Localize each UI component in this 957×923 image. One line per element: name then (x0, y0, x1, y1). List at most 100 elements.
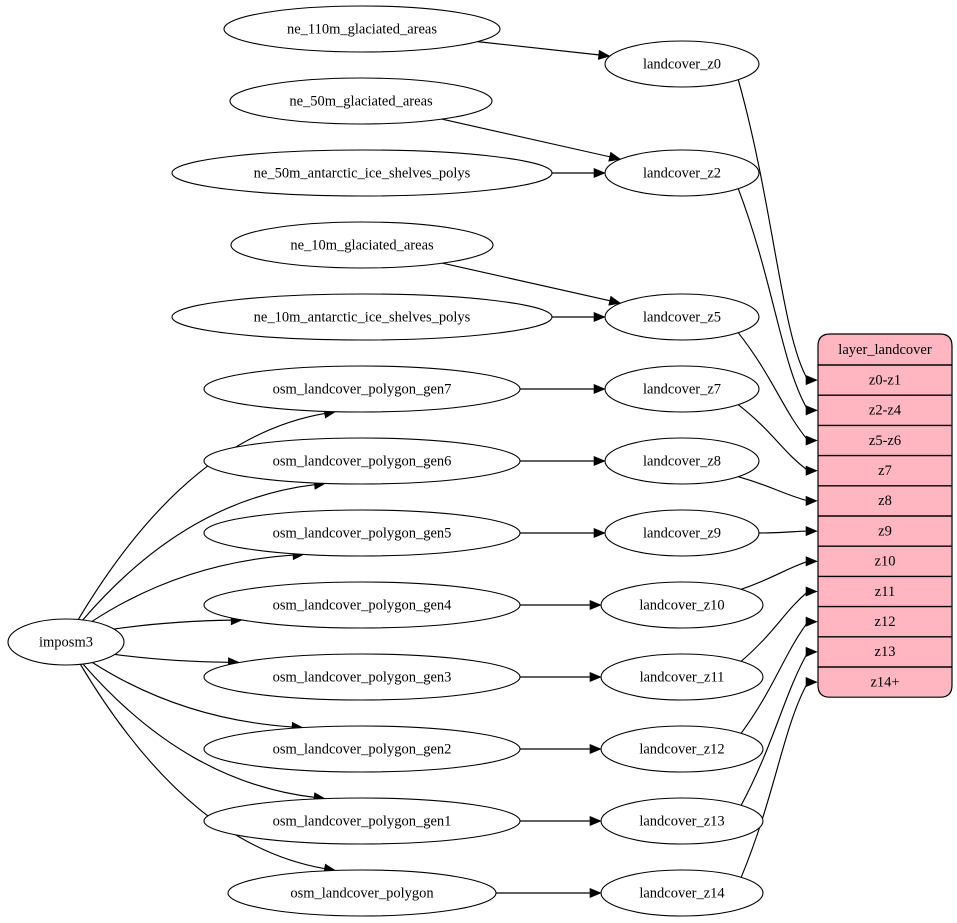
edge-arrowhead (805, 677, 818, 688)
node-osm-landcover-polygon-gen1[interactable]: osm_landcover_polygon_gen1 (203, 797, 521, 845)
node-landcover-z12[interactable]: landcover_z12 (600, 725, 764, 773)
node-landcover-z10[interactable]: landcover_z10 (600, 581, 764, 629)
layer-table-row-label: z11 (875, 584, 895, 600)
node-landcover-z9[interactable]: landcover_z9 (604, 509, 760, 557)
node-osm-landcover-polygon-gen5-shape (203, 509, 521, 557)
node-ne-50m-glaciated-areas[interactable]: ne_50m_glaciated_areas (229, 77, 493, 125)
edge-osm-landcover-polygon-gen5-to-landcover-z9 (520, 527, 606, 539)
edge-arrowhead (589, 743, 602, 755)
edge-ne-50m-antarctic-ice-shelves-polys-to-landcover-z2 (552, 167, 606, 179)
node-osm-landcover-polygon-gen4-shape (203, 581, 521, 629)
edge-arrowhead (589, 671, 602, 683)
node-ne-10m-antarctic-ice-shelves-polys[interactable]: ne_10m_antarctic_ice_shelves_polys (171, 293, 553, 341)
edge-landcover-z10-to-layer-landcover-z10-line (740, 560, 809, 590)
node-osm-landcover-polygon-gen3[interactable]: osm_landcover_polygon_gen3 (203, 653, 521, 701)
node-landcover-z12-shape (600, 725, 764, 773)
node-ne-50m-antarctic-ice-shelves-polys-shape (171, 149, 553, 197)
edge-arrowhead (593, 383, 606, 395)
edge-landcover-z11-to-layer-landcover-z11 (740, 586, 818, 662)
node-osm-landcover-polygon-gen1-label: osm_landcover_polygon_gen1 (273, 813, 452, 829)
edge-arrowhead (805, 646, 818, 657)
node-osm-landcover-polygon-gen4[interactable]: osm_landcover_polygon_gen4 (203, 581, 521, 629)
node-osm-landcover-polygon-gen5-label: osm_landcover_polygon_gen5 (273, 525, 452, 541)
layer-table-row-label: z0-z1 (869, 372, 901, 388)
node-landcover-z14[interactable]: landcover_z14 (600, 869, 764, 917)
edge-arrowhead (608, 295, 622, 306)
layer-table-row[interactable]: z7 (878, 463, 892, 479)
edge-landcover-z14-to-layer-landcover-z14- (740, 677, 818, 878)
edge-ne-10m-glaciated-areas-to-landcover-z5-line (442, 262, 611, 302)
node-osm-landcover-polygon-gen2[interactable]: osm_landcover_polygon_gen2 (203, 725, 521, 773)
node-landcover-z7[interactable]: landcover_z7 (604, 365, 760, 413)
edge-arrowhead (805, 526, 818, 537)
node-landcover-z10-label: landcover_z10 (639, 597, 724, 613)
node-landcover-z8[interactable]: landcover_z8 (604, 437, 760, 485)
node-ne-50m-glaciated-areas-label: ne_50m_glaciated_areas (289, 93, 433, 109)
node-osm-landcover-polygon-gen7[interactable]: osm_landcover_polygon_gen7 (203, 365, 521, 413)
layer-table-row[interactable]: z14+ (870, 674, 899, 690)
node-ne-50m-antarctic-ice-shelves-polys-label: ne_50m_antarctic_ice_shelves_polys (254, 165, 471, 181)
node-landcover-z13-shape (600, 797, 764, 845)
node-osm-landcover-polygon-gen3-label: osm_landcover_polygon_gen3 (273, 669, 452, 685)
edge-imposm3-to-osm-landcover-polygon-gen3-line (114, 653, 230, 663)
node-ne-10m-glaciated-areas-label: ne_10m_glaciated_areas (290, 237, 434, 253)
edge-ne-50m-glaciated-areas-to-landcover-z2 (441, 118, 622, 162)
edge-landcover-z2-to-layer-landcover-z2-z4 (737, 188, 818, 416)
node-landcover-z11[interactable]: landcover_z11 (600, 653, 764, 701)
node-imposm3-label: imposm3 (39, 634, 93, 650)
edge-arrowhead (805, 495, 818, 506)
node-ne-110m-glaciated-areas-label: ne_110m_glaciated_areas (287, 21, 437, 37)
layer-table-row-label: z2-z4 (869, 403, 902, 419)
node-osm-landcover-polygon-label: osm_landcover_polygon (290, 885, 434, 901)
edge-arrowhead (805, 616, 818, 627)
node-imposm3[interactable]: imposm3 (7, 618, 125, 666)
edge-arrowhead (805, 556, 818, 567)
node-ne-50m-antarctic-ice-shelves-polys[interactable]: ne_50m_antarctic_ice_shelves_polys (171, 149, 553, 197)
node-osm-landcover-polygon[interactable]: osm_landcover_polygon (227, 869, 497, 917)
node-landcover-z13[interactable]: landcover_z13 (600, 797, 764, 845)
node-osm-landcover-polygon-gen6[interactable]: osm_landcover_polygon_gen6 (203, 437, 521, 485)
node-osm-landcover-polygon-gen4-label: osm_landcover_polygon_gen4 (273, 597, 453, 613)
layer-table-row[interactable]: z9 (878, 523, 892, 539)
edge-imposm3-to-osm-landcover-polygon-gen2-line (92, 661, 294, 728)
layer-table-row[interactable]: z13 (875, 644, 896, 660)
layer-table-row[interactable]: z8 (878, 493, 892, 509)
layer-table-row[interactable]: z11 (875, 584, 895, 600)
edge-landcover-z9-to-layer-landcover-z9-line (758, 530, 809, 534)
node-osm-landcover-polygon-gen5[interactable]: osm_landcover_polygon_gen5 (203, 509, 521, 557)
node-landcover-z2[interactable]: landcover_z2 (604, 149, 760, 197)
edge-landcover-z2-to-layer-landcover-z2-z4-line (737, 188, 809, 411)
layer-table-row-label: z12 (875, 614, 896, 630)
layer-table-row[interactable]: z12 (875, 614, 896, 630)
edge-arrowhead (805, 435, 818, 446)
edge-imposm3-to-osm-landcover-polygon-gen1-line (82, 663, 316, 799)
node-osm-landcover-polygon-gen7-label: osm_landcover_polygon_gen7 (273, 381, 452, 397)
layer-table-row[interactable]: z2-z4 (869, 403, 902, 419)
edge-landcover-z9-to-layer-landcover-z9 (758, 526, 818, 537)
edge-arrowhead (805, 405, 818, 416)
edge-imposm3-to-osm-landcover-polygon-gen4 (113, 615, 243, 630)
node-osm-landcover-polygon-gen6-label: osm_landcover_polygon_gen6 (273, 453, 452, 469)
node-landcover-z10-shape (600, 581, 764, 629)
node-landcover-z5-label: landcover_z5 (643, 309, 721, 325)
edge-arrowhead (805, 465, 818, 476)
layer-table-row[interactable]: z5-z6 (869, 433, 901, 449)
node-ne-10m-antarctic-ice-shelves-polys-shape (171, 293, 553, 341)
edge-landcover-z5-to-layer-landcover-z5-z6-line (737, 332, 809, 441)
node-landcover-z0[interactable]: landcover_z0 (604, 40, 760, 88)
node-osm-landcover-polygon-gen2-label: osm_landcover_polygon_gen2 (273, 741, 452, 757)
edge-arrowhead (589, 815, 602, 827)
edge-imposm3-to-osm-landcover-polygon-gen5-line (91, 554, 294, 622)
layer-table-row[interactable]: z0-z1 (869, 372, 901, 388)
edge-imposm3-to-osm-landcover-polygon-gen6-line (82, 483, 316, 621)
edge-imposm3-to-osm-landcover-polygon-line (79, 663, 326, 870)
edge-osm-landcover-polygon-gen3-to-landcover-z11 (520, 671, 602, 683)
node-landcover-z5-shape (604, 293, 760, 341)
edge-osm-landcover-polygon-gen1-to-landcover-z13 (520, 815, 602, 827)
node-landcover-z5[interactable]: landcover_z5 (604, 293, 760, 341)
edge-landcover-z0-to-layer-landcover-z0-z1-line (737, 79, 809, 381)
layer-table-row[interactable]: z10 (875, 554, 896, 570)
node-ne-110m-glaciated-areas[interactable]: ne_110m_glaciated_areas (223, 5, 501, 53)
node-ne-10m-glaciated-areas[interactable]: ne_10m_glaciated_areas (230, 221, 494, 269)
